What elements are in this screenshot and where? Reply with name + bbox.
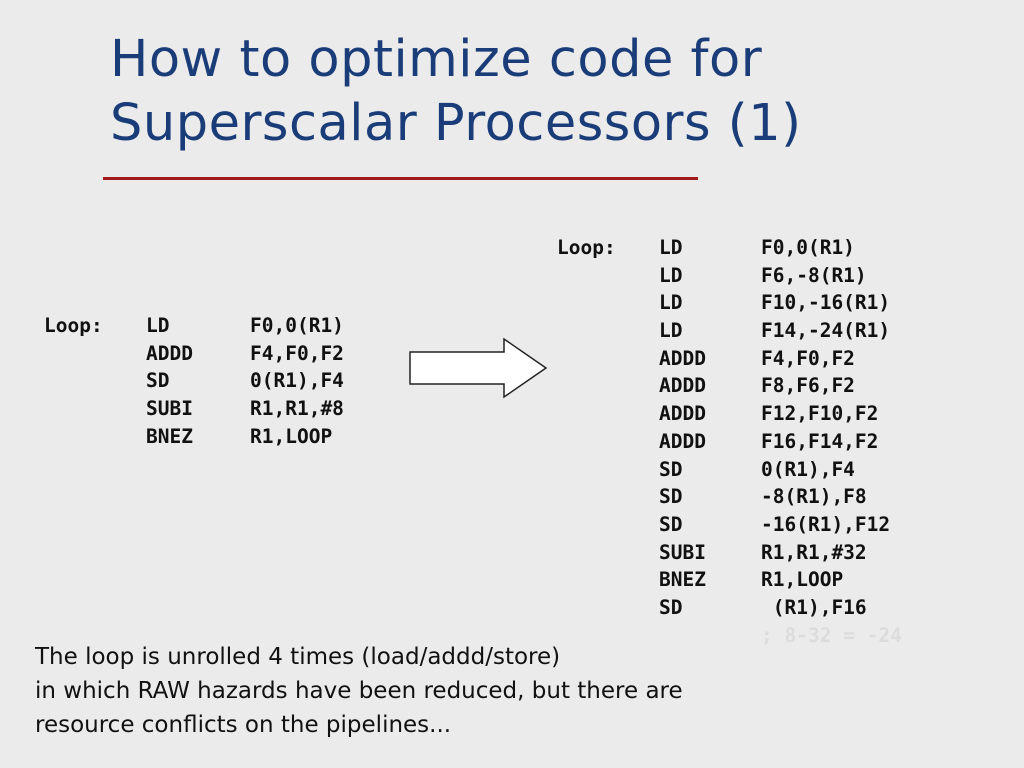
code-opcode: LD [659,236,683,259]
code-operands: 0(R1),F4 [761,457,855,481]
code-line: ADDD F16,F14,F2 [557,428,902,456]
code-label [557,483,659,511]
title-underline [103,177,698,180]
code-line: ADDD F4,F0,F2 [44,340,344,368]
code-line: SD 0(R1),F4 [557,456,902,484]
code-line: SD -16(R1),F12 [557,511,902,539]
code-opcode: BNEZ [146,424,193,448]
code-operands: R1,R1,#8 [250,397,344,421]
code-opcode: SD [659,457,683,481]
code-operands: -16(R1),F12 [761,512,891,536]
code-label [557,456,659,484]
code-operands: -8(R1),F8 [761,485,867,509]
code-operands: 0(R1),F4 [250,369,344,393]
code-operands: F16,F14,F2 [761,429,879,453]
code-opcode: LD [659,291,683,315]
unrolled-loop-code: Loop: LD F0,0(R1) LD F6,-8(R1) LD F10,-16(R1… [557,234,902,649]
code-opcode: LD [146,314,170,337]
description-line-3: resource conflicts on the pipelines... [35,712,452,738]
code-operands: F0,0(R1) [250,314,344,337]
code-operands: F12,F10,F2 [761,402,879,426]
code-line: ADDD F12,F10,F2 [557,400,902,428]
code-label [44,423,146,451]
code-opcode: SD [146,369,170,393]
code-line: LD F14,-24(R1) [557,317,902,345]
code-label: Loop: [557,236,616,259]
code-opcode: ADDD [146,341,193,365]
code-line: ADDD F8,F6,F2 [557,372,902,400]
code-comment-line: ; 8-32 = -24 [557,622,902,650]
code-opcode: BNEZ [659,568,706,592]
code-comment: ; 8-32 = -24 [761,623,902,647]
code-label [557,594,659,622]
code-opcode: SD [659,595,683,619]
description-line-2: in which RAW hazards have been reduced, … [35,678,683,704]
code-line: LD F10,-16(R1) [557,289,902,317]
code-opcode: LD [659,263,683,287]
code-operands: (R1),F16 [761,595,867,619]
code-operands: F4,F0,F2 [250,341,344,365]
code-label [557,372,659,400]
code-line: SUBI R1,R1,#32 [557,539,902,567]
description-line-1: The loop is unrolled 4 times (load/addd/… [35,644,561,670]
code-line: Loop: LD F0,0(R1) [44,312,344,340]
code-opcode: SD [659,485,683,509]
code-line: BNEZ R1,LOOP [557,566,902,594]
code-line: SUBI R1,R1,#8 [44,395,344,423]
code-operands: R1,LOOP [761,568,844,592]
code-label [557,317,659,345]
code-operands: F0,0(R1) [761,236,855,259]
code-operands: R1,LOOP [250,424,333,448]
code-line: SD (R1),F16 [557,594,902,622]
code-operands: F4,F0,F2 [761,346,855,370]
code-opcode: SUBI [146,397,193,421]
code-operands: R1,R1,#32 [761,540,867,564]
code-label [557,566,659,594]
code-label [557,400,659,428]
code-operands: F6,-8(R1) [761,263,867,287]
code-opcode: ADDD [659,374,706,398]
code-operands: F8,F6,F2 [761,374,855,398]
slide-title-line-2: Superscalar Processors (1) [110,94,802,153]
code-opcode: SD [659,512,683,536]
code-line: ADDD F4,F0,F2 [557,345,902,373]
code-opcode: ADDD [659,346,706,370]
code-line: SD 0(R1),F4 [44,367,344,395]
code-line: Loop: LD F0,0(R1) [557,234,902,262]
code-line: BNEZ R1,LOOP [44,423,344,451]
right-arrow-icon [409,337,548,399]
code-label [44,340,146,368]
code-label [557,262,659,290]
slide-description: The loop is unrolled 4 times (load/addd/… [35,640,683,742]
code-label [44,395,146,423]
code-opcode: LD [659,319,683,343]
code-line: SD -8(R1),F8 [557,483,902,511]
code-label [557,289,659,317]
code-label: Loop: [44,314,103,337]
code-label [557,539,659,567]
code-label [557,345,659,373]
code-operands: F10,-16(R1) [761,291,891,315]
code-opcode: ADDD [659,429,706,453]
code-label [44,367,146,395]
code-label [557,511,659,539]
code-opcode: SUBI [659,540,706,564]
code-label [557,428,659,456]
code-operands: F14,-24(R1) [761,319,891,343]
slide-title-line-1: How to optimize code for [110,30,763,89]
code-line: LD F6,-8(R1) [557,262,902,290]
code-opcode: ADDD [659,402,706,426]
slide-title: How to optimize code for Superscalar Pro… [110,28,802,156]
